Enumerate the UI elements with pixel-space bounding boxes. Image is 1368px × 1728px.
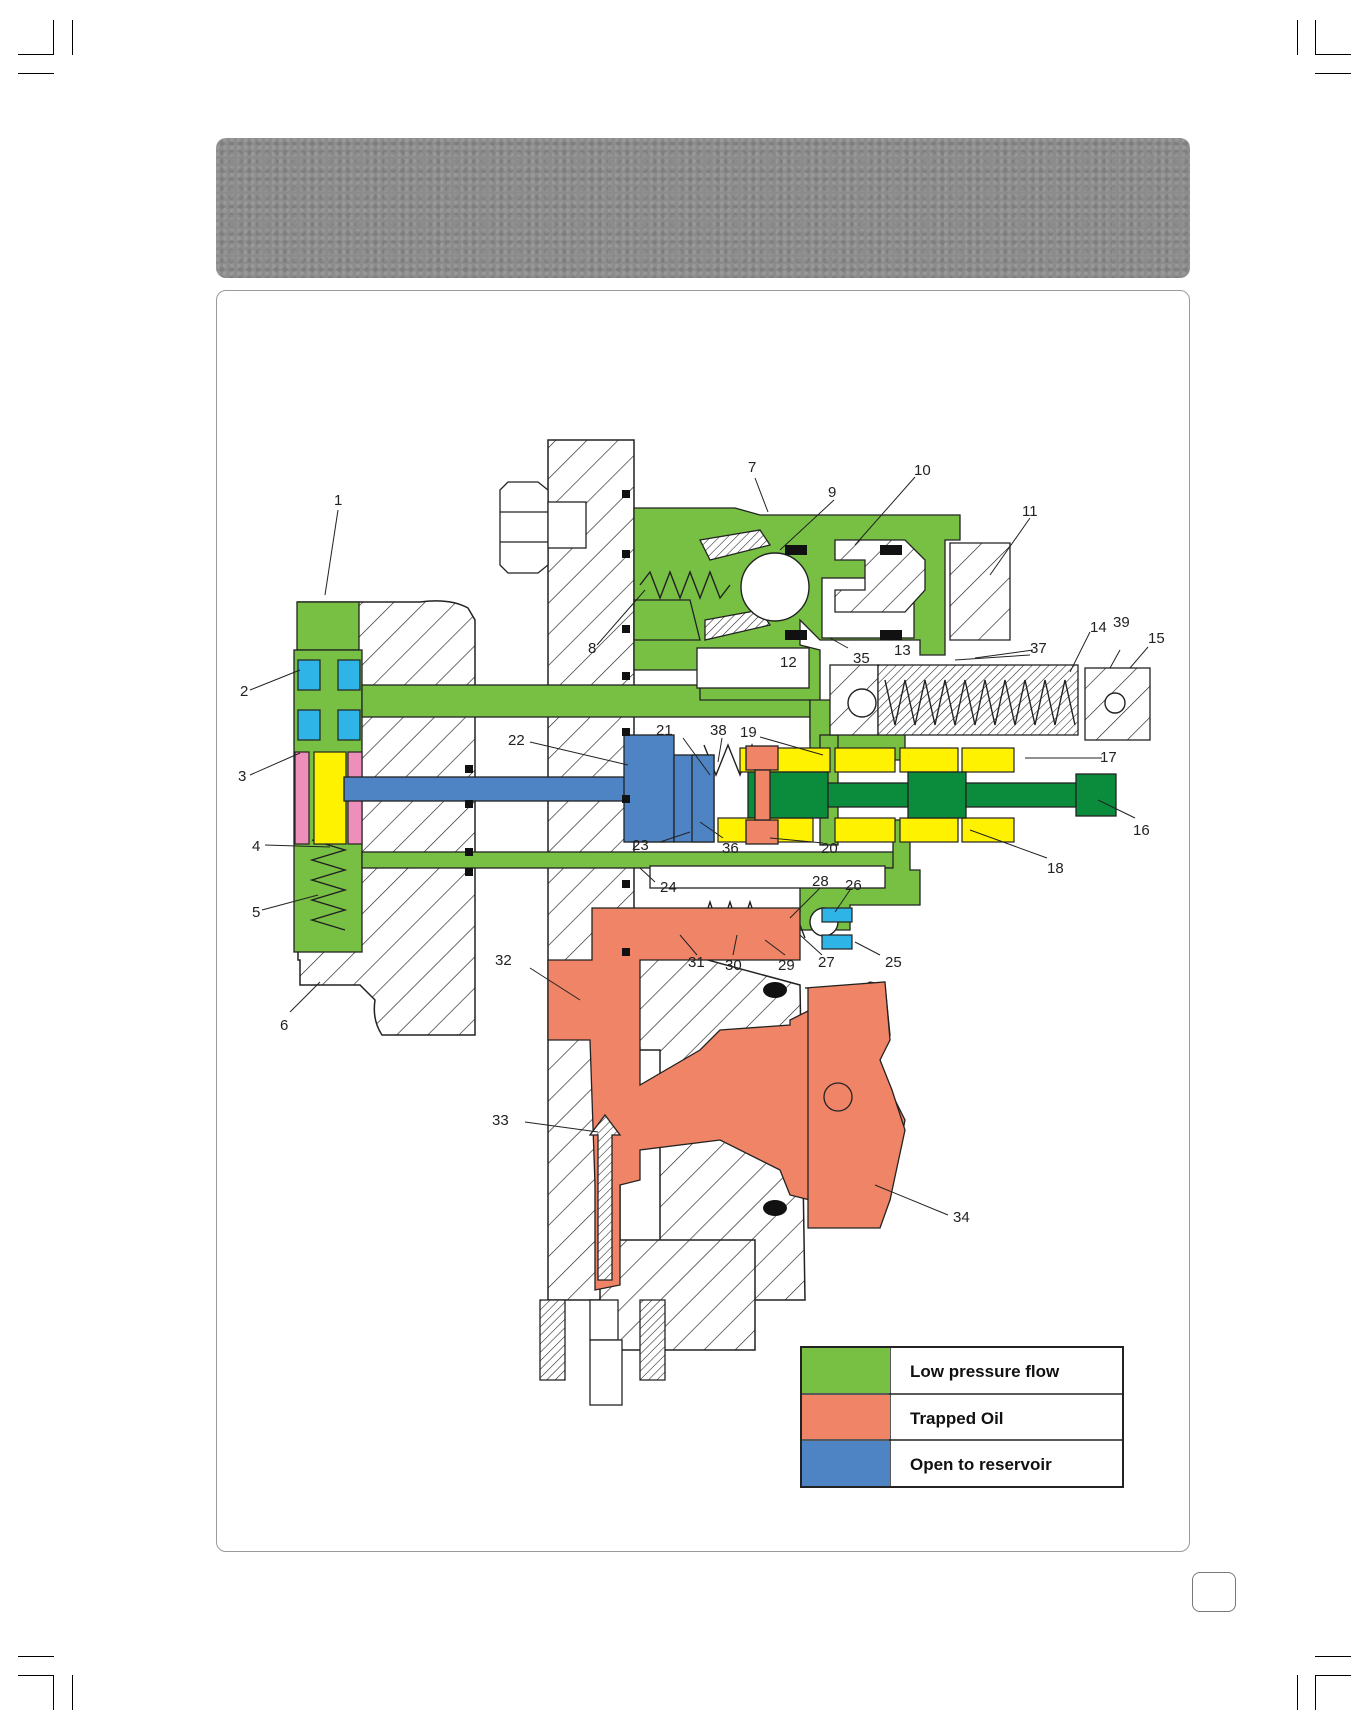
callout-9: 9	[828, 484, 836, 501]
legend: Low pressure flow Trapped Oil Open to re…	[801, 1347, 1123, 1487]
callout-21: 21	[656, 722, 673, 739]
callout-19: 19	[740, 724, 757, 741]
callout-22: 22	[508, 732, 525, 749]
callout-3: 3	[238, 768, 246, 785]
callout-24: 24	[660, 879, 677, 896]
callout-33: 33	[492, 1112, 509, 1129]
legend-label-trapped-oil: Trapped Oil	[910, 1409, 1004, 1428]
callout-30: 30	[725, 957, 742, 974]
legend-label-reservoir: Open to reservoir	[910, 1455, 1052, 1474]
callout-5: 5	[252, 904, 260, 921]
callout-14: 14	[1090, 619, 1107, 636]
callout-38: 38	[710, 722, 727, 739]
callout-12: 12	[780, 654, 797, 671]
callout-26: 26	[845, 877, 862, 894]
callout-20: 20	[821, 840, 838, 857]
callout-6: 6	[280, 1017, 288, 1034]
callout-27: 27	[818, 954, 835, 971]
legend-swatch-low-pressure	[802, 1348, 890, 1393]
callout-16: 16	[1133, 822, 1150, 839]
callout-31: 31	[688, 954, 705, 971]
callout-13: 13	[894, 642, 911, 659]
legend-swatch-trapped-oil	[802, 1395, 890, 1439]
callout-37: 37	[1030, 640, 1047, 657]
callout-1: 1	[334, 492, 342, 509]
callout-34: 34	[953, 1209, 970, 1226]
callout-2: 2	[240, 683, 248, 700]
piston-rod	[748, 772, 1116, 818]
callout-8: 8	[588, 640, 596, 657]
callout-7: 7	[748, 459, 756, 476]
callout-15: 15	[1148, 630, 1165, 647]
callout-10: 10	[914, 462, 931, 479]
callout-29: 29	[778, 957, 795, 974]
callout-23: 23	[632, 837, 649, 854]
callout-25: 25	[885, 954, 902, 971]
callout-28: 28	[812, 873, 829, 890]
legend-label-low-pressure: Low pressure flow	[910, 1362, 1060, 1381]
callout-32: 32	[495, 952, 512, 969]
plunger	[540, 1300, 665, 1405]
callout-35: 35	[853, 650, 870, 667]
callout-11: 11	[1022, 503, 1038, 520]
callout-4: 4	[252, 838, 260, 855]
callout-36: 36	[722, 840, 739, 857]
callout-17: 17	[1100, 749, 1117, 766]
callout-18: 18	[1047, 860, 1064, 877]
callout-39: 39	[1113, 614, 1130, 631]
legend-swatch-reservoir	[802, 1441, 890, 1486]
